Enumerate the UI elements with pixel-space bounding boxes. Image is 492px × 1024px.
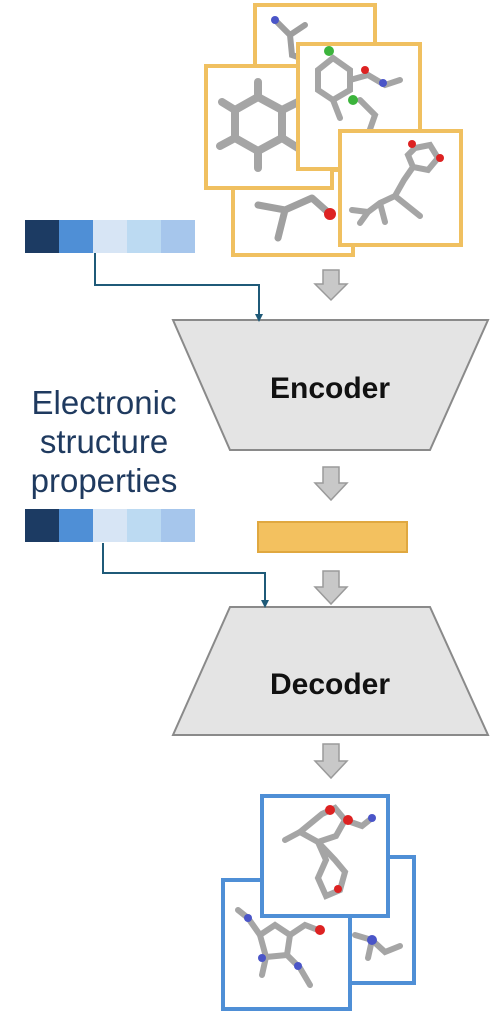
property-vector-segment — [127, 220, 161, 253]
property-connector-decoder — [102, 543, 269, 608]
electronic-structure-properties-label: Electronic structure properties — [4, 383, 204, 500]
property-vector-segment — [59, 220, 93, 253]
property-vector-segment — [59, 509, 93, 542]
property-vector-top — [25, 220, 195, 253]
decoder-label: Decoder — [270, 668, 390, 701]
property-vector-bottom — [25, 509, 195, 542]
property-vector-segment — [127, 509, 161, 542]
decoder-block: Decoder — [171, 606, 490, 736]
props-label-line-2: structure — [39, 423, 169, 460]
property-vector-segment — [93, 220, 127, 253]
flow-arrow-down — [313, 466, 349, 502]
output-molecule-card — [260, 794, 390, 918]
encoder-label: Encoder — [270, 372, 390, 405]
flow-arrow-down — [313, 269, 349, 302]
encoder-block: Encoder — [171, 319, 490, 451]
property-vector-segment — [93, 509, 127, 542]
input-molecule-card — [338, 129, 463, 247]
property-vector-segment — [161, 509, 195, 542]
property-connector-encoder — [94, 253, 263, 322]
property-vector-segment — [25, 220, 59, 253]
flow-arrow-down — [313, 570, 349, 606]
props-label-line-3: properties — [30, 462, 178, 499]
property-vector-segment — [161, 220, 195, 253]
flow-arrow-down — [313, 743, 349, 780]
output-molecules-stack — [221, 794, 416, 1011]
props-label-line-1: Electronic — [31, 384, 177, 421]
input-molecules-stack — [204, 3, 463, 257]
latent-vector — [257, 521, 408, 553]
property-vector-segment — [25, 509, 59, 542]
